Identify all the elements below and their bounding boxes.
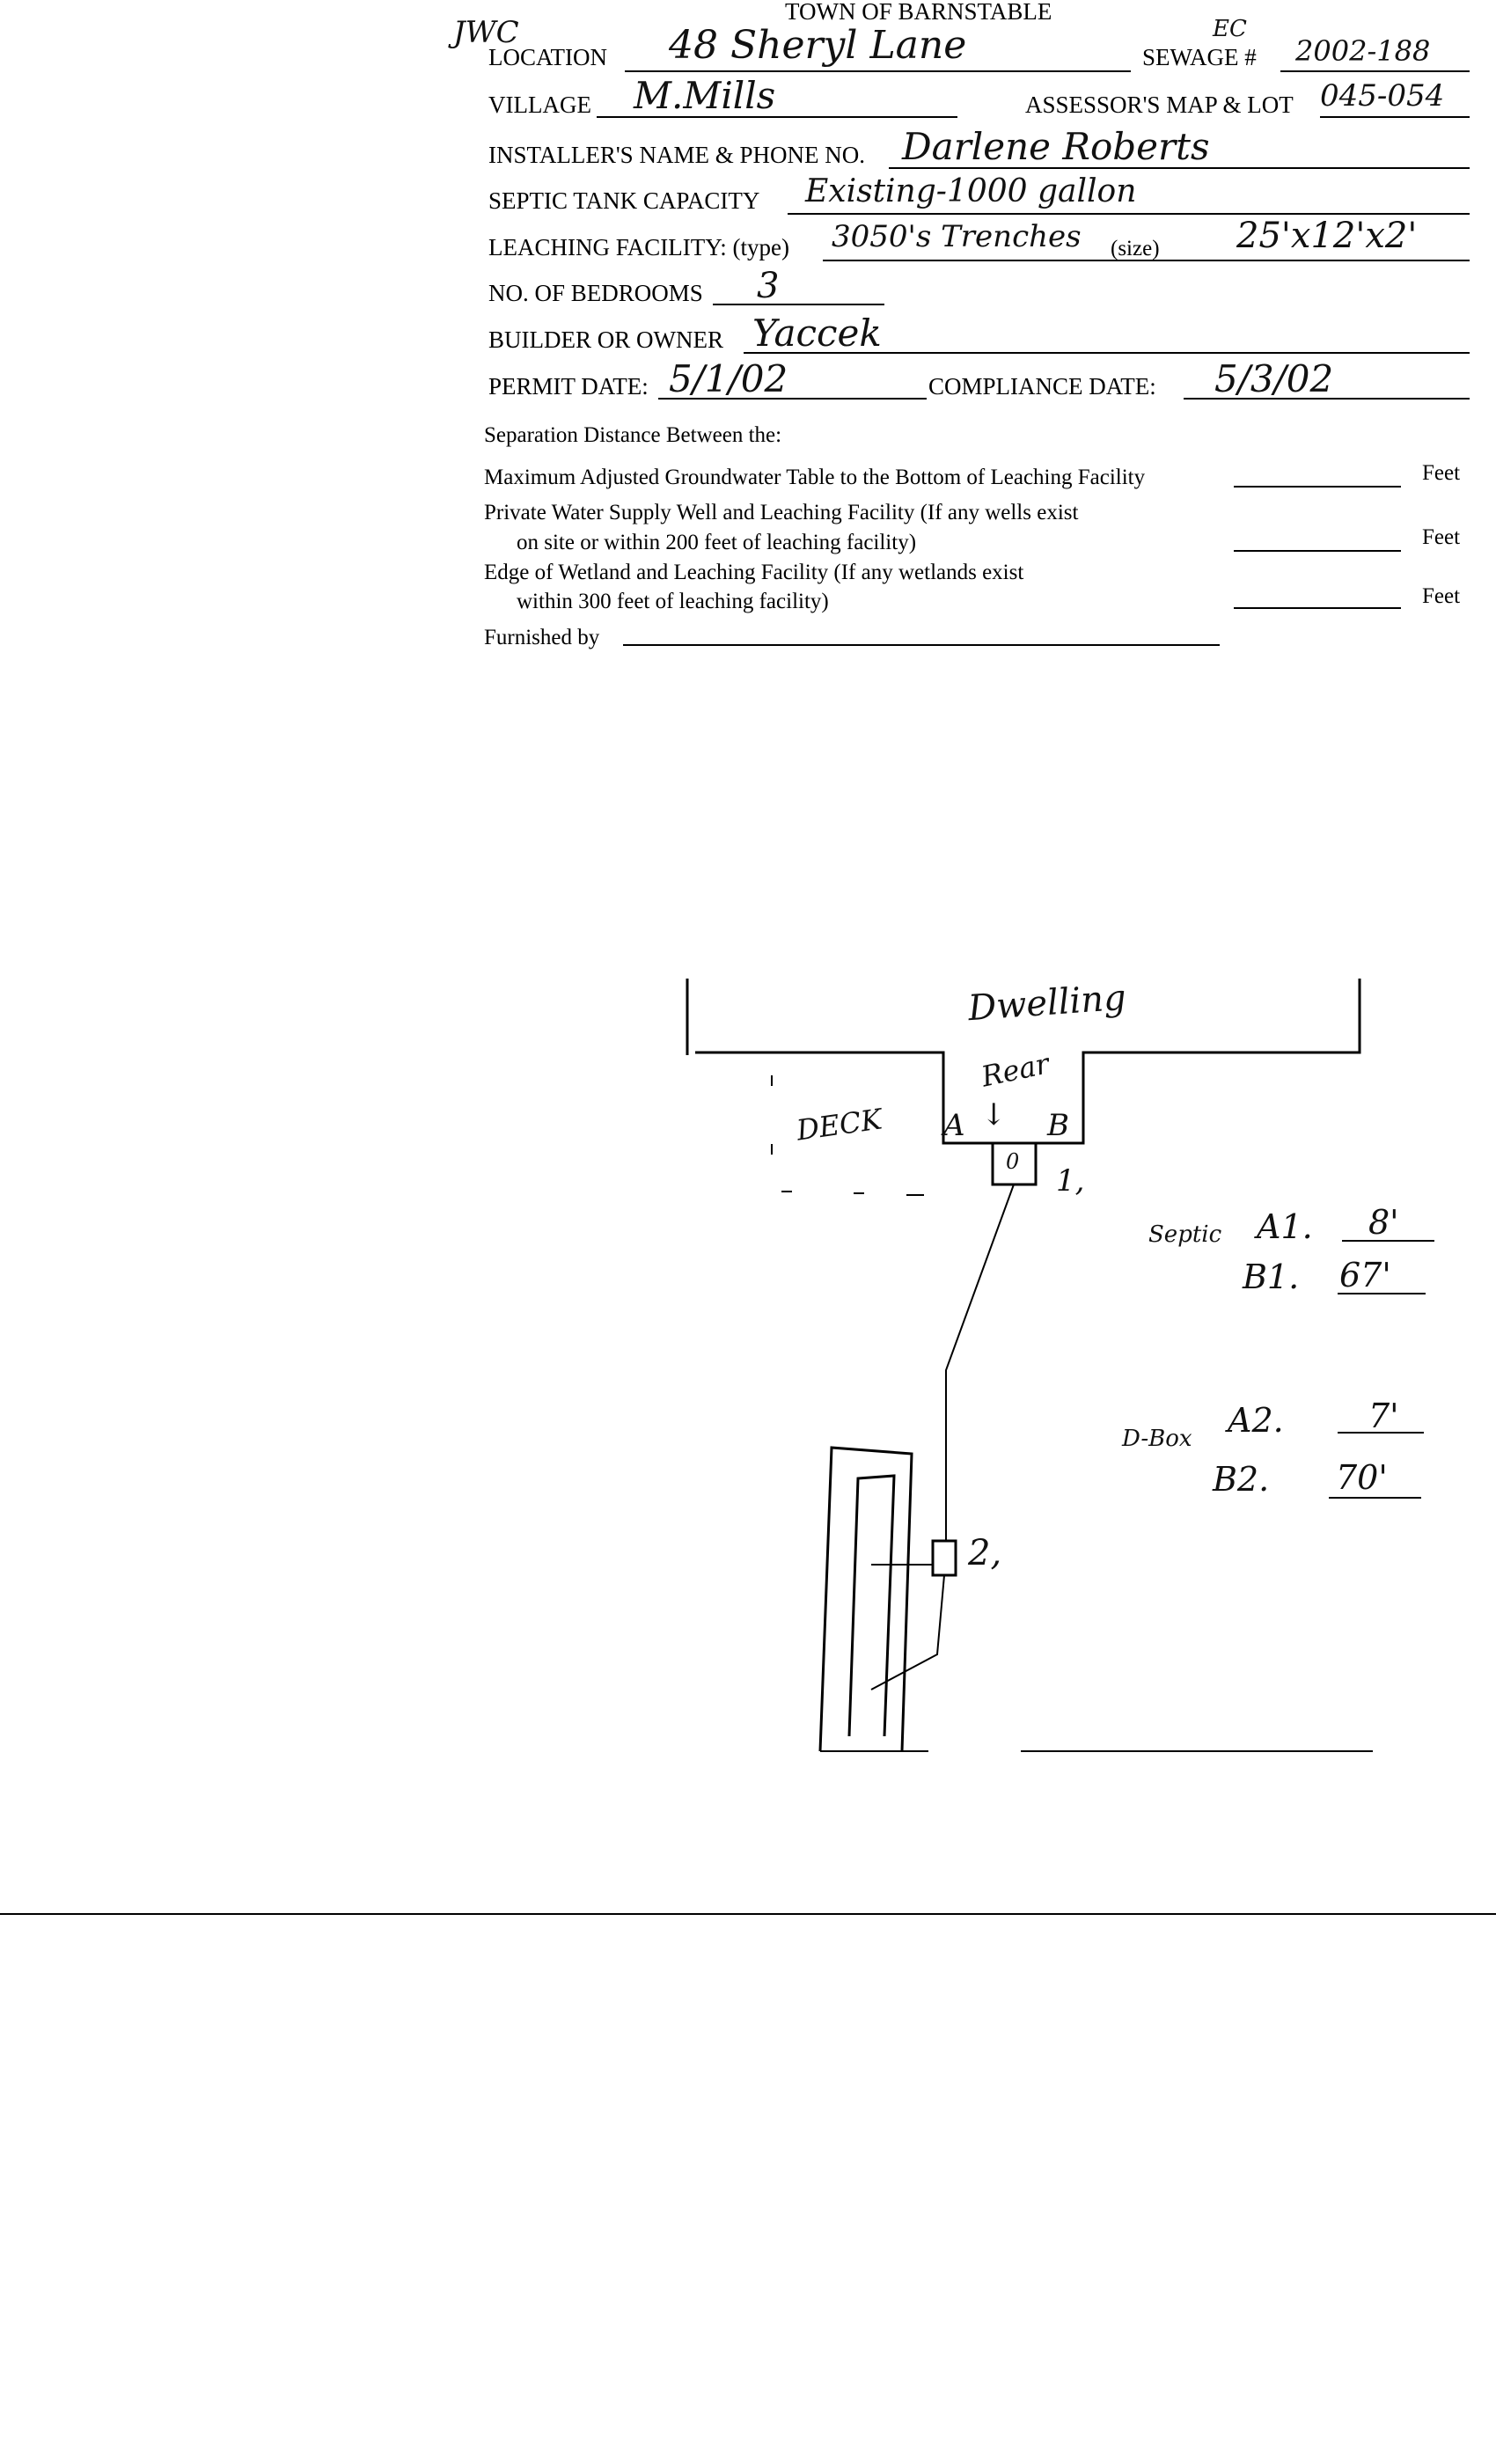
a1-value: 8' xyxy=(1368,1203,1399,1242)
septic-value: Existing-1000 gallon xyxy=(805,173,1137,209)
septic-line xyxy=(788,213,1470,215)
size-value: 25'x12'x2' xyxy=(1236,216,1418,256)
septic-label: Septic xyxy=(1148,1221,1222,1248)
b2-value: 70' xyxy=(1336,1458,1388,1497)
dbox-label: 2, xyxy=(968,1533,1002,1573)
separation-row-3-unit: Feet xyxy=(1422,584,1461,608)
separation-row-3-cont: within 300 feet of leaching facility) xyxy=(517,590,829,613)
separation-row-2-cont: on site or within 200 feet of leaching f… xyxy=(517,531,917,554)
b1-value: 67' xyxy=(1339,1256,1391,1294)
separation-row-2-line xyxy=(1234,550,1401,552)
bedrooms-label: NO. OF BEDROOMS xyxy=(488,280,703,306)
a2-label: A2. xyxy=(1228,1401,1284,1440)
tank-label: 1, xyxy=(1056,1163,1085,1199)
map-lot-value: 045-054 xyxy=(1320,78,1445,114)
permit-date-line xyxy=(658,398,927,400)
sewage-label: SEWAGE # xyxy=(1142,44,1257,70)
separation-row-2-unit: Feet xyxy=(1422,525,1461,549)
leaching-type-value: 3050's Trenches xyxy=(832,219,1082,254)
b1-label: B1. xyxy=(1243,1258,1300,1296)
builder-label: BUILDER OR OWNER xyxy=(488,326,723,353)
location-value: 48 Sheryl Lane xyxy=(669,23,967,68)
leaching-line xyxy=(823,260,1470,261)
compliance-date-label: COMPLIANCE DATE: xyxy=(928,373,1156,400)
furnished-by-label: Furnished by xyxy=(484,626,600,649)
furnished-by-line xyxy=(623,644,1220,646)
builder-line xyxy=(744,352,1470,354)
form-title: TOWN OF BARNSTABLE xyxy=(785,0,1052,25)
leaching-inner xyxy=(847,1474,896,1737)
pipe-line xyxy=(945,1184,1015,1541)
dwelling-outline xyxy=(686,979,1361,1145)
dbox-laterals xyxy=(870,1564,945,1690)
initials: JWC xyxy=(453,15,519,50)
location-line xyxy=(625,70,1131,72)
septic-tank xyxy=(991,1141,1038,1186)
b2-label: B2. xyxy=(1213,1460,1270,1499)
compliance-date-line xyxy=(1184,398,1470,400)
separation-heading: Separation Distance Between the: xyxy=(484,423,782,447)
rear-arrow-icon: ↓ xyxy=(981,1097,1007,1133)
measure-lines xyxy=(1329,1240,1434,1499)
builder-value: Yaccek xyxy=(752,312,882,355)
permit-date-value: 5/1/02 xyxy=(669,357,788,400)
installer-value: Darlene Roberts xyxy=(902,125,1210,168)
point-b-label: B xyxy=(1047,1108,1069,1143)
distribution-box xyxy=(931,1539,957,1577)
location-label: LOCATION xyxy=(488,44,607,70)
installer-label: INSTALLER'S NAME & PHONE NO. xyxy=(488,142,865,168)
compliance-date-value: 5/3/02 xyxy=(1214,357,1334,400)
village-value: M.Mills xyxy=(634,74,776,117)
bedrooms-line xyxy=(713,304,884,305)
separation-row-1-unit: Feet xyxy=(1422,461,1461,485)
deck-marks xyxy=(771,1075,924,1196)
a1-label: A1. xyxy=(1257,1207,1313,1246)
sewage-value: 2002-188 xyxy=(1295,34,1431,68)
leaching-outer xyxy=(818,1446,913,1752)
dwelling-label: Dwelling xyxy=(966,977,1128,1030)
sewage-prefix: EC xyxy=(1213,16,1247,42)
dbox-name: D-Box xyxy=(1122,1426,1192,1452)
map-lot-line xyxy=(1320,116,1470,118)
village-label: VILLAGE xyxy=(488,92,591,118)
leaching-label: LEACHING FACILITY: (type) xyxy=(488,234,789,260)
separation-row-1-line xyxy=(1234,486,1401,488)
separation-row-3: Edge of Wetland and Leaching Facility (I… xyxy=(484,561,1024,584)
page-divider xyxy=(0,1913,1496,1915)
point-a-label: A xyxy=(943,1108,965,1143)
installer-line xyxy=(889,167,1470,169)
size-label: (size) xyxy=(1111,237,1160,260)
tank-mark: 0 xyxy=(1006,1149,1020,1174)
septic-label: SEPTIC TANK CAPACITY xyxy=(488,187,760,214)
map-lot-label: ASSESSOR'S MAP & LOT xyxy=(1025,92,1294,118)
permit-date-label: PERMIT DATE: xyxy=(488,373,649,400)
separation-row-1: Maximum Adjusted Groundwater Table to th… xyxy=(484,466,1146,489)
sewage-line xyxy=(1280,70,1470,72)
a2-value: 7' xyxy=(1368,1397,1399,1435)
separation-row-3-line xyxy=(1234,607,1401,609)
village-line xyxy=(597,116,957,118)
separation-row-2: Private Water Supply Well and Leaching F… xyxy=(484,501,1079,524)
bedrooms-value: 3 xyxy=(757,266,780,306)
